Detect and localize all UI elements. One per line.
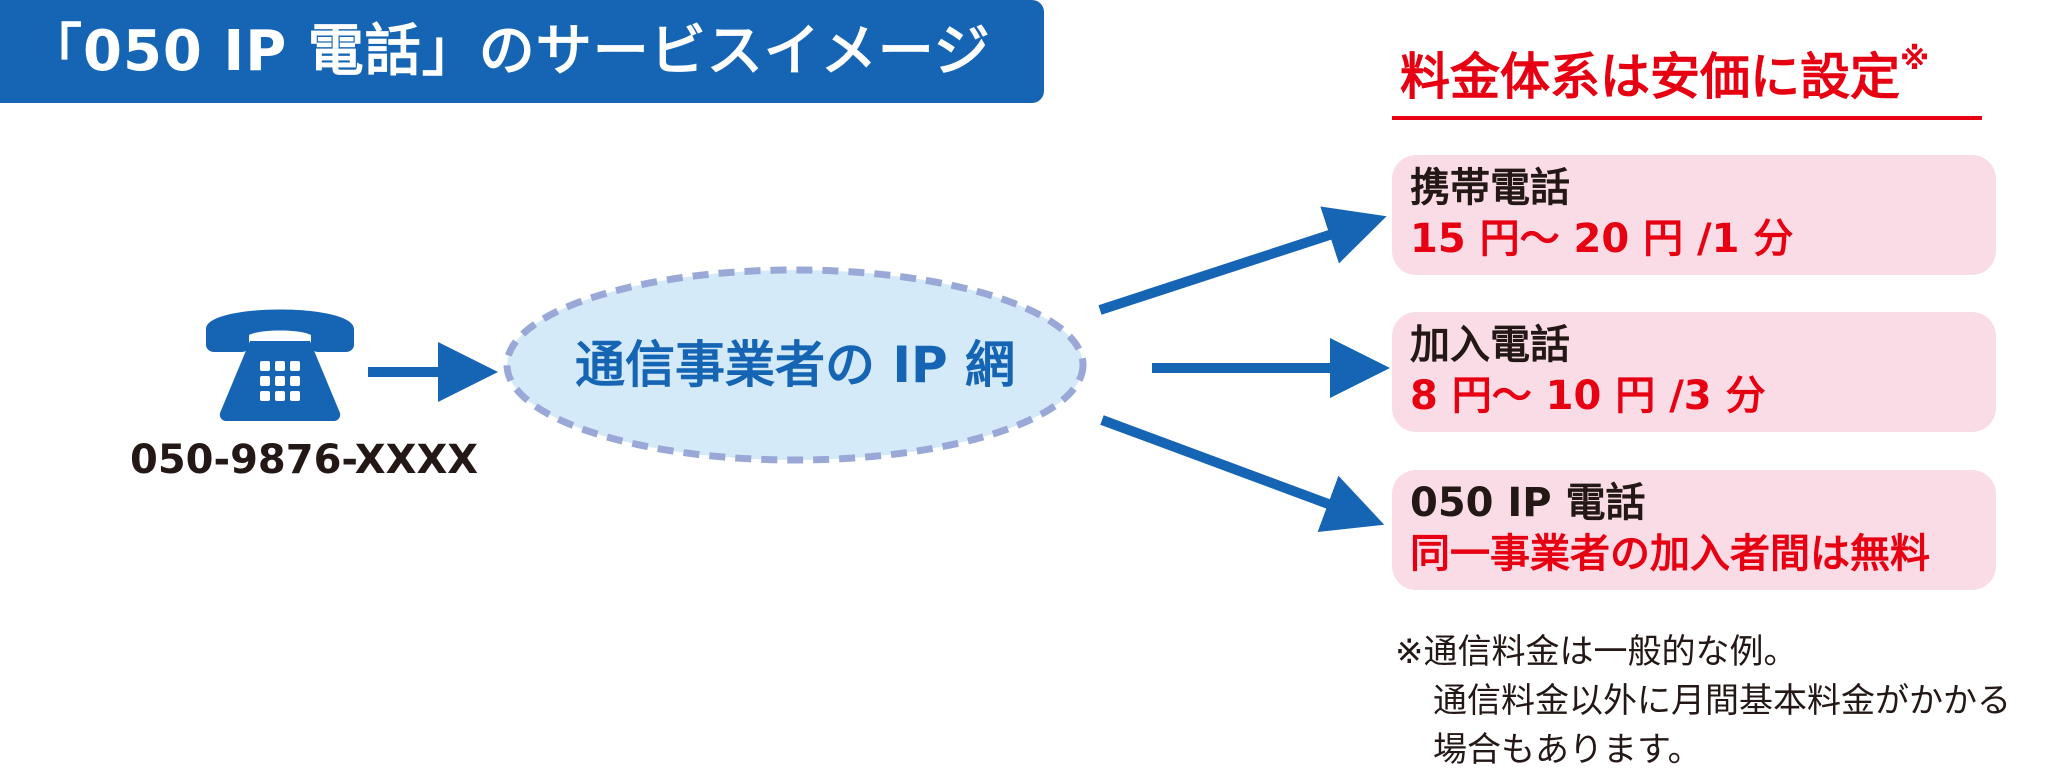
destination-title: 加入電話 [1410, 322, 1570, 368]
footnote-line: ※通信料金は一般的な例。 [1395, 632, 1798, 672]
destination-title: 携帯電話 [1410, 165, 1570, 211]
footnote: ※通信料金は一般的な例。 通信料金以外に月間基本料金がかかる 場合もあります。 [1395, 628, 2045, 775]
destination-price: 15 円〜 20 円 /1 分 [1410, 216, 1794, 262]
caller-phone-number: 050-9876-XXXX [130, 437, 479, 483]
arrow-to-mobile [1098, 206, 1387, 315]
destination-landline: 加入電話 8 円〜 10 円 /3 分 [1392, 312, 1996, 432]
destination-price: 8 円〜 10 円 /3 分 [1410, 373, 1766, 419]
pricing-heading: 料金体系は安価に設定※ [1392, 40, 1982, 120]
network-label: 通信事業者の IP 網 [574, 336, 1016, 394]
destination-mobile: 携帯電話 15 円〜 20 円 /1 分 [1392, 155, 1996, 275]
footnote-line: 通信料金以外に月間基本料金がかかる [1433, 681, 2011, 721]
arrow-to-ip-phone [1100, 415, 1385, 532]
pricing-heading-mark: ※ [1900, 42, 1930, 77]
destination-ip-phone: 050 IP 電話 同一事業者の加入者間は無料 [1392, 470, 1996, 590]
destination-title: 050 IP 電話 [1410, 480, 1646, 526]
footnote-line: 場合もあります。 [1433, 730, 1702, 770]
network-cloud [503, 266, 1087, 464]
pricing-heading-text: 料金体系は安価に設定 [1400, 48, 1900, 106]
page-title: 「050 IP 電話」のサービスイメージ [0, 0, 1044, 103]
destination-price: 同一事業者の加入者間は無料 [1410, 531, 1930, 577]
telephone-icon [200, 295, 360, 425]
